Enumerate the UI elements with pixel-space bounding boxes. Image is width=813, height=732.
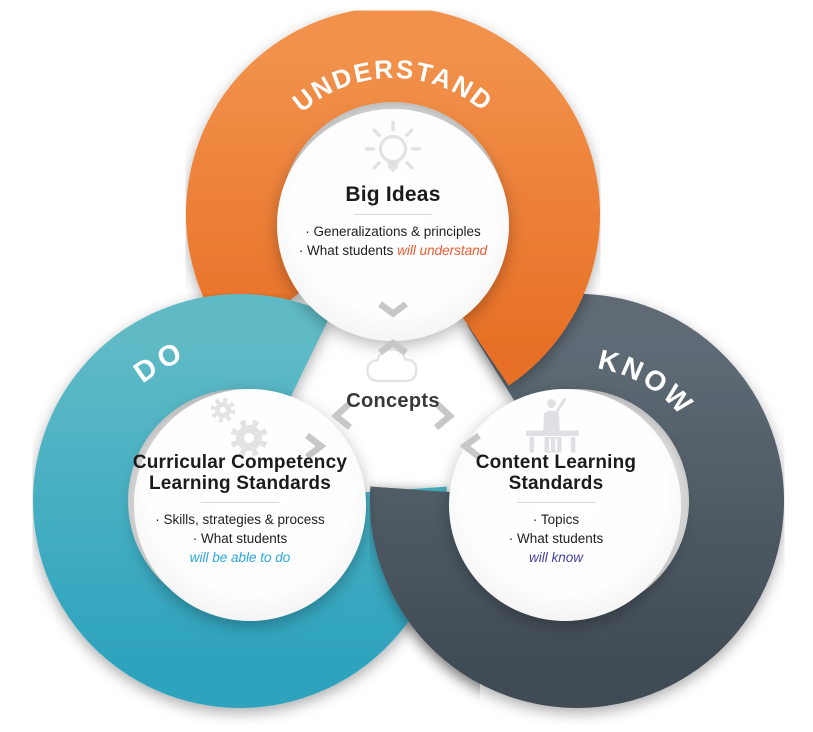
curricular-competency-title: Curricular Competency Learning Standards — [132, 452, 348, 495]
will-understand-highlight: will understand — [397, 242, 488, 258]
chevron-up-left-icon — [459, 432, 482, 460]
divider — [354, 213, 432, 215]
big-ideas-bullets: · Generalizations & principles · What st… — [273, 222, 513, 260]
understand-inner-disc — [277, 109, 509, 341]
bullet-generalizations: · Generalizations & principles — [305, 223, 481, 239]
bullet-skills: · Skills, strategies & process — [155, 511, 325, 527]
cloud-icon — [366, 348, 418, 383]
bullet-what-students-do: · What students — [192, 530, 288, 546]
big-ideas-card: Big Ideas · Generalizations & principles… — [273, 183, 513, 260]
chevron-down-left-icon — [331, 401, 353, 431]
chevron-down-icon — [378, 301, 408, 318]
know-ring-overlap — [370, 486, 480, 684]
chevron-up-icon — [378, 338, 408, 356]
understand-ring — [186, 7, 600, 386]
teacher-icon — [526, 398, 579, 453]
curricular-competency-bullets: · Skills, strategies & process · What st… — [120, 510, 360, 567]
content-learning-card: Content Learning Standards · Topics · Wh… — [436, 452, 676, 567]
content-learning-bullets: · Topics · What students will know — [436, 510, 676, 567]
big-ideas-title: Big Ideas — [345, 183, 441, 206]
know-inner-disc — [449, 389, 681, 621]
chevron-down-right-icon — [433, 401, 455, 431]
divider — [517, 501, 595, 503]
curricular-competency-card: Curricular Competency Learning Standards… — [120, 452, 360, 567]
do-inner-disc — [134, 389, 366, 621]
bullet-what-students-understand: · What students will understand — [298, 242, 488, 258]
will-know-highlight: will know — [528, 549, 583, 565]
content-learning-title: Content Learning Standards — [475, 452, 637, 495]
bullet-what-students-know: · What students — [508, 530, 604, 546]
lightbulb-icon — [364, 120, 422, 172]
do-ring — [33, 293, 447, 708]
will-be-able-to-do-highlight: will be able to do — [189, 549, 291, 565]
chevron-up-right-icon — [304, 432, 327, 460]
bullet-topics: · Topics — [532, 511, 580, 527]
concepts-label: Concepts — [346, 390, 440, 412]
divider — [201, 501, 279, 503]
